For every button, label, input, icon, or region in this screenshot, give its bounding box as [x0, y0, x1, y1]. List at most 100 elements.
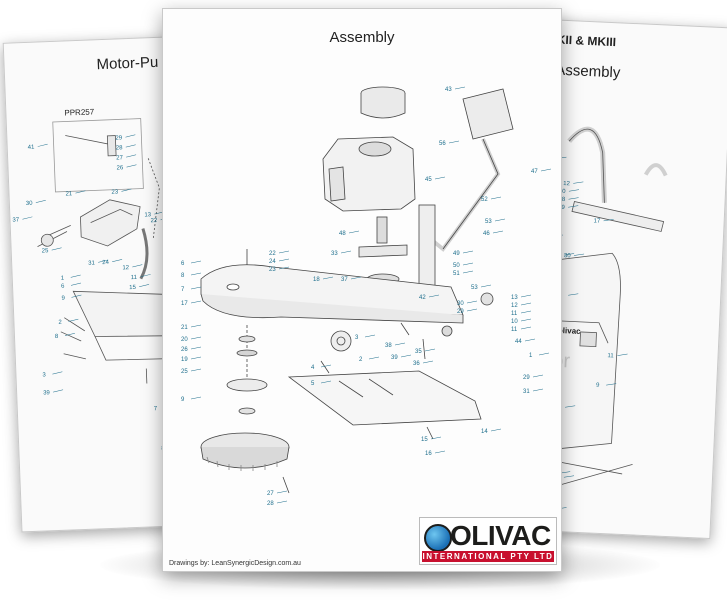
callout-number: 31 [523, 389, 530, 395]
callout-number: 24 [269, 259, 276, 265]
callout-leader [348, 230, 360, 234]
callout-number: 8 [181, 273, 185, 279]
logo-tagline: INTERNATIONAL PTY LTD [422, 551, 554, 562]
polivac-logo: OLIVAC INTERNATIONAL PTY LTD [419, 517, 557, 565]
callout-leader [462, 250, 474, 254]
callout-leader [538, 352, 550, 356]
callout-leader [520, 326, 532, 330]
callout-number: 23 [111, 189, 119, 195]
callout-leader [70, 274, 81, 278]
callout-number: 42 [419, 295, 426, 301]
callout-leader [98, 259, 109, 263]
callout-number: 26 [116, 165, 124, 171]
callout-leader [190, 324, 202, 328]
callout-number: 38 [385, 343, 392, 349]
callout-leader [520, 310, 532, 314]
callout-leader [125, 134, 136, 138]
callout-number: 39 [43, 390, 51, 396]
callout-leader [276, 500, 288, 504]
callout-leader [320, 380, 332, 384]
callout-leader [520, 294, 532, 298]
callout-leader [51, 247, 62, 251]
callout-leader [494, 218, 506, 222]
callout-number: 23 [269, 267, 276, 273]
callout-number: 39 [391, 355, 398, 361]
polivac-badge: Polivac [552, 326, 581, 336]
callout-leader [448, 140, 460, 144]
callout-number: 29 [115, 135, 123, 141]
callout-number: 27 [267, 491, 274, 497]
callout-number: 17 [593, 218, 601, 224]
callout-leader [422, 360, 434, 364]
callout-number: 27 [116, 155, 124, 161]
inset-label: PPR257 [64, 107, 95, 117]
callout-leader [430, 436, 442, 440]
callout-number: 1 [61, 276, 65, 282]
callout-number: 2 [359, 357, 363, 363]
callout-number: 9 [61, 296, 65, 302]
callout-number: 13 [144, 212, 152, 218]
callout-leader [132, 264, 143, 268]
callout-number: 12 [563, 181, 571, 187]
callout-leader [350, 276, 362, 280]
callout-number: 30 [564, 253, 572, 259]
callout-number: 45 [425, 177, 432, 183]
callout-leader [490, 196, 502, 200]
callout-number: 37 [12, 217, 20, 223]
callout-number: 41 [28, 145, 36, 151]
callout-number: 17 [181, 301, 188, 307]
callout-leader [368, 356, 380, 360]
callout-number: 29 [523, 375, 530, 381]
center-sheet-title: Assembly [329, 29, 395, 46]
callout-leader [532, 388, 544, 392]
callout-number: 20 [181, 337, 188, 343]
callout-leader [428, 294, 440, 298]
callout-number: 56 [439, 141, 446, 147]
callout-number: 7 [181, 287, 185, 293]
callout-number: 20 [559, 189, 567, 195]
callout-number: 44 [515, 339, 522, 345]
callout-leader [121, 188, 132, 192]
callout-number: 16 [425, 451, 432, 457]
callout-leader [573, 181, 584, 184]
callout-number: 9 [596, 383, 600, 389]
callout-number: 12 [511, 303, 518, 309]
callout-number: 11 [511, 311, 518, 317]
callout-leader [125, 144, 136, 148]
callout-leader [617, 353, 628, 356]
callout-number: 31 [88, 260, 96, 266]
callout-leader [462, 270, 474, 274]
callout-number: 51 [453, 271, 460, 277]
callout-number: 11 [607, 353, 614, 359]
callout-number: 18 [313, 277, 320, 283]
callout-leader [568, 197, 579, 200]
logo-wordmark: OLIVAC [450, 520, 551, 551]
callout-leader [462, 262, 474, 266]
globe-icon [424, 524, 452, 552]
callout-leader [573, 253, 585, 256]
callout-leader [532, 374, 544, 378]
callout-number: 47 [531, 169, 538, 175]
callout-number: 25 [181, 369, 188, 375]
callout-leader [37, 143, 48, 147]
callout-leader [22, 216, 33, 220]
callout-leader [563, 253, 575, 256]
callout-number: 15 [129, 285, 137, 291]
callout-number: 22 [269, 251, 276, 257]
drawings-credit: Drawings by: LeanSynergicDesign.com.au [169, 560, 301, 567]
callout-number: 5 [311, 381, 315, 387]
callout-leader [276, 490, 288, 494]
callout-number: 21 [181, 325, 188, 331]
callout-number: 12 [122, 265, 130, 271]
callout-leader [424, 348, 436, 352]
callout-number: 37 [341, 277, 348, 283]
callout-leader [52, 371, 63, 375]
callout-number: 46 [483, 231, 490, 237]
callout-leader [190, 356, 202, 360]
callout-leader [190, 336, 202, 340]
callout-number: 29 [457, 309, 464, 315]
callout-number: 11 [131, 275, 138, 281]
callout-number: 26 [181, 347, 188, 353]
callout-number: 48 [339, 231, 346, 237]
